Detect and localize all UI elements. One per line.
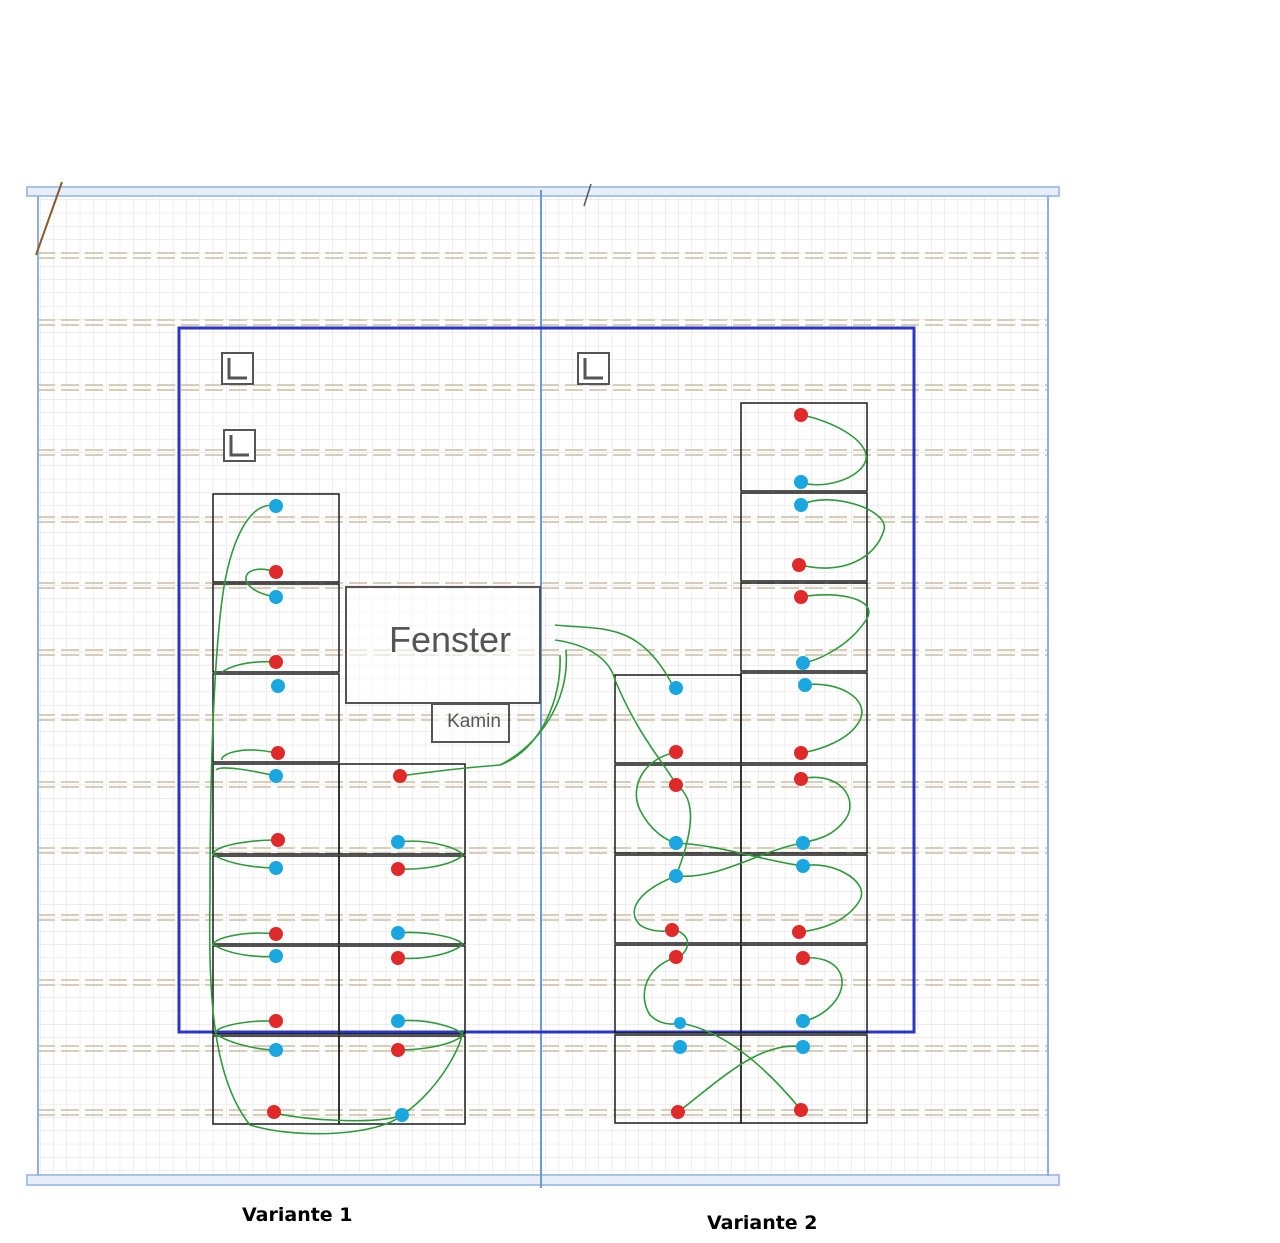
chimney-box: Kamin — [431, 703, 510, 743]
variant-2-connectors — [665, 408, 812, 1119]
variant-2-hoses — [554, 414, 885, 1113]
chimney-label: Kamin — [447, 711, 501, 732]
window-box: Fenster — [345, 586, 541, 704]
roof-grid — [37, 195, 1049, 1180]
vent-icon — [221, 352, 610, 462]
variant-2-panels — [614, 402, 868, 1124]
outer-frame — [26, 181, 1060, 1188]
dashed-rows — [37, 252, 1049, 1116]
variant-1-connectors — [267, 499, 409, 1122]
variant-2-caption: Variante 2 — [707, 1212, 818, 1234]
room-outline — [177, 326, 916, 1034]
window-label: Fenster — [389, 619, 511, 660]
variant-1-hoses — [208, 504, 568, 1135]
variant-1-caption: Variante 1 — [242, 1204, 353, 1226]
